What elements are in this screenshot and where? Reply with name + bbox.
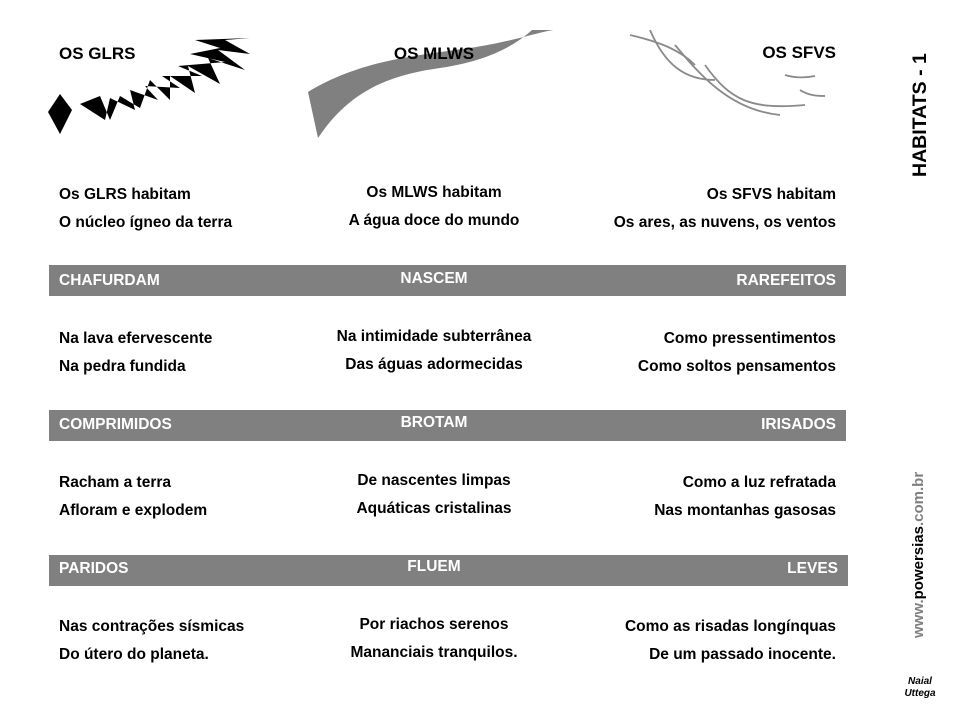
text: De um passado inocente. xyxy=(649,646,836,663)
section-bar: CHAFURDAM NASCEM RAREFEITOS xyxy=(49,265,846,296)
text: Mananciais tranquilos. xyxy=(350,644,518,661)
author-signature: Naial Uttega xyxy=(880,676,960,700)
sfvs-wind-graphic xyxy=(629,30,826,116)
text: Na pedra fundida xyxy=(59,358,186,375)
bar-label: LEVES xyxy=(787,560,838,577)
website-suffix: .com.br xyxy=(910,471,927,526)
bar-label: BROTAM xyxy=(400,414,468,431)
bar-label: CHAFURDAM xyxy=(59,272,160,289)
text: A água doce do mundo xyxy=(348,212,520,229)
text: O núcleo ígneo da terra xyxy=(59,214,233,231)
section-bar: PARIDOS FLUEM LEVES xyxy=(49,555,848,586)
text: Na intimidade subterrânea xyxy=(336,328,532,345)
text: Os SFVS habitam xyxy=(706,186,836,203)
column-title-mlws: OS MLWS xyxy=(393,44,475,63)
author-last: Uttega xyxy=(904,688,936,699)
bar-label: COMPRIMIDOS xyxy=(59,416,172,433)
text: Os ares, as nuvens, os ventos xyxy=(613,214,836,231)
bar-label: RAREFEITOS xyxy=(736,272,836,289)
text: Na lava efervescente xyxy=(59,330,213,347)
text: Afloram e explodem xyxy=(59,502,208,519)
website-prefix: www. xyxy=(910,599,927,638)
column-title-glrs: OS GLRS xyxy=(59,44,136,63)
website-name: powersias xyxy=(910,526,927,600)
text: Racham a terra xyxy=(59,474,172,491)
text: Por riachos serenos xyxy=(359,616,509,633)
bar-label: NASCEM xyxy=(400,270,468,287)
text: Como a luz refratada xyxy=(682,474,836,491)
mlws-wave-graphic xyxy=(308,30,555,138)
website-link[interactable]: www.powersias.com.br xyxy=(910,472,927,638)
slide-title: HABITATS - 1 xyxy=(909,53,931,177)
section-bar: COMPRIMIDOS BROTAM IRISADOS xyxy=(49,410,846,441)
text: De nascentes limpas xyxy=(357,472,511,489)
column-title-sfvs: OS SFVS xyxy=(762,43,836,62)
bar-label: IRISADOS xyxy=(761,416,836,433)
text: Das águas adormecidas xyxy=(345,356,523,373)
text: Os MLWS habitam xyxy=(366,184,502,201)
author-first: Naial xyxy=(908,676,932,687)
text: Os GLRS habitam xyxy=(59,186,191,203)
text: Como soltos pensamentos xyxy=(637,358,836,375)
text: Nas contrações sísmicas xyxy=(59,618,245,635)
text: Como as risadas longínquas xyxy=(624,618,836,635)
text: Do útero do planeta. xyxy=(59,646,209,663)
text: Nas montanhas gasosas xyxy=(654,502,836,519)
bar-label: PARIDOS xyxy=(59,560,129,577)
text: Como pressentimentos xyxy=(663,330,836,347)
bar-label: FLUEM xyxy=(407,558,461,575)
glrs-zigzag-graphic xyxy=(48,38,250,134)
text: Aquáticas cristalinas xyxy=(356,500,512,517)
